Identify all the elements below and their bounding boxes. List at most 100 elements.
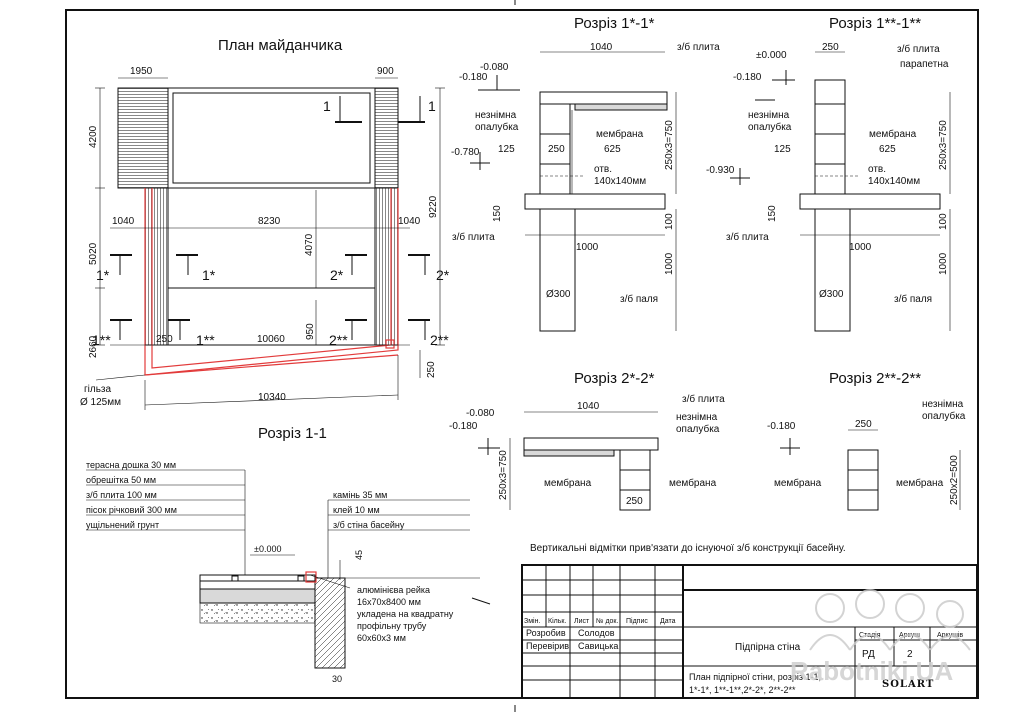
- section-1ss-title: Розріз 1**-1**: [829, 15, 921, 32]
- s2s-formwork-2: опалубка: [676, 423, 720, 435]
- section-mark-1s-left: 1*: [96, 267, 110, 283]
- s2s-dim-750: 250х3=750: [498, 450, 509, 500]
- stamp-header-count: Кільк.: [548, 617, 566, 625]
- dim-30: 30: [332, 674, 342, 684]
- s2ss-dim-500: 250х2=500: [949, 455, 960, 505]
- stamp-header-doc: № док.: [596, 618, 618, 625]
- dim-8230: 8230: [258, 216, 281, 227]
- s2ss-level-180: -0.180: [767, 421, 796, 432]
- s1s-dim-1040: 1040: [590, 42, 613, 53]
- s1ss-hole-2: 140х140мм: [868, 176, 920, 187]
- s1s-formwork-1: незнімна: [475, 110, 517, 121]
- s1ss-level-180: -0.180: [733, 72, 762, 83]
- rail-line5: 60х60х3 мм: [357, 633, 406, 643]
- s1ss-level-000: ±0.000: [756, 50, 787, 61]
- s1ss-dim-125: 125: [774, 144, 791, 155]
- s1ss-hole-1: отв.: [868, 164, 886, 175]
- section-2ss-title: Розріз 2**-2**: [829, 370, 921, 387]
- dim-1950: 1950: [130, 66, 153, 77]
- stamp-header-changes: Змін.: [524, 617, 540, 625]
- section-mark-2s-right: 2*: [436, 267, 450, 283]
- s1ss-formwork-2: опалубка: [748, 121, 792, 133]
- section-2ss-drawing: [780, 429, 961, 511]
- s1s-dim-1000-a: 1000: [576, 242, 599, 253]
- s1ss-pile-diameter: Ø300: [819, 289, 844, 300]
- s2s-dim-250: 250: [626, 496, 643, 507]
- s1ss-dim-150: 150: [767, 205, 778, 222]
- dim-10340: 10340: [258, 392, 286, 403]
- rail-line3: укладена на квадратну: [357, 609, 454, 619]
- s1s-level-180: -0.180: [459, 72, 488, 83]
- stamp-object: Підпірна стіна: [735, 642, 801, 653]
- s2ss-membrane-left: мембрана: [774, 477, 822, 489]
- s2s-membrane-right: мембрана: [669, 477, 717, 489]
- layer-pool-wall: з/б стіна басейну: [333, 520, 405, 530]
- s1ss-parapet: парапетна: [900, 59, 949, 70]
- s1s-formwork-2: опалубка: [475, 121, 519, 133]
- stamp-checked-label: Перевірив: [526, 641, 569, 651]
- s2s-level-080: -0.080: [466, 408, 495, 419]
- stamp-stage: РД: [862, 649, 875, 660]
- s1s-pile-diameter: Ø300: [546, 289, 571, 300]
- stamp-developed-name: Солодов: [578, 628, 615, 638]
- dim-2660: 2660: [88, 335, 99, 358]
- dim-45: 45: [354, 550, 364, 560]
- site-plan: [95, 77, 445, 410]
- dim-950: 950: [305, 323, 316, 340]
- dim-900: 900: [377, 66, 394, 77]
- stamp-company: SOLART: [882, 679, 934, 690]
- stamp-stage-header: Стадія: [859, 631, 881, 639]
- s1s-level-080: -0.080: [480, 62, 509, 73]
- s2s-dim-1040: 1040: [577, 401, 600, 412]
- s1s-slab-2: з/б плита: [452, 231, 495, 243]
- stamp-sheets-header: Аркушів: [937, 631, 963, 639]
- s2ss-formwork-2: опалубка: [922, 410, 966, 422]
- s2s-level-180: -0.180: [449, 421, 478, 432]
- dim-4200: 4200: [88, 125, 99, 148]
- dim-250-right: 250: [426, 361, 437, 378]
- s1ss-dim-750: 250х3=750: [938, 120, 949, 170]
- s1s-dim-125: 125: [498, 144, 515, 155]
- dim-1040-left: 1040: [112, 216, 135, 227]
- layer-decking: терасна дошка 30 мм: [86, 460, 176, 470]
- elevation-note: Вертикальні відмітки прив'язати до існую…: [530, 542, 846, 554]
- section-2s-title: Розріз 2*-2*: [574, 370, 655, 387]
- s1s-dim-250: 250: [548, 144, 565, 155]
- s1ss-dim-1000-a: 1000: [849, 242, 872, 253]
- s1ss-dim-625: 625: [879, 144, 896, 155]
- s2s-slab: з/б плита: [682, 393, 725, 405]
- layer-soil: ущільнений грунт: [86, 520, 159, 530]
- layer-sand: пісок річковий 300 мм: [86, 505, 177, 515]
- section-mark-1-right: 1: [428, 98, 436, 114]
- s1s-membrane: мембрана: [596, 128, 644, 140]
- s2s-formwork-1: незнімна: [676, 412, 718, 423]
- stamp-contents-1: План підпірної стіни, розріз 1-1,: [689, 672, 821, 682]
- s1s-dim-150: 150: [492, 205, 503, 222]
- rail-line4: профільну трубу: [357, 621, 427, 631]
- section-mark-1ss-left: 1**: [92, 332, 111, 348]
- section-mark-1ss-right: 1**: [196, 332, 215, 348]
- section-mark-1-left: 1: [323, 98, 331, 114]
- s2ss-formwork-1: незнімна: [922, 399, 964, 410]
- level-000: ±0.000: [254, 544, 281, 554]
- s1ss-slab-2: з/б плита: [726, 231, 769, 243]
- s1ss-dim-250: 250: [822, 42, 839, 53]
- section-mark-2ss-right: 2**: [430, 332, 449, 348]
- s1s-dim-750: 250х3=750: [664, 120, 675, 170]
- section-1ss-drawing: [730, 51, 951, 332]
- sleeve-diameter: Ø 125мм: [80, 397, 121, 408]
- section-1s-title: Розріз 1*-1*: [574, 15, 655, 32]
- s1ss-dim-1000-b: 1000: [938, 252, 949, 275]
- s1ss-dim-100: 100: [938, 213, 949, 230]
- stamp-checked-name: Савицька: [578, 641, 618, 651]
- s1s-dim-1000-b: 1000: [664, 252, 675, 275]
- s1s-dim-100: 100: [664, 213, 675, 230]
- stamp-developed-label: Розробив: [526, 628, 566, 638]
- dim-9220: 9220: [428, 195, 439, 218]
- s1s-pile: з/б паля: [620, 293, 658, 305]
- rail-line1: алюмінієва рейка: [357, 585, 430, 595]
- stamp-header-sign: Підпис: [626, 617, 648, 625]
- s1ss-pile: з/б паля: [894, 293, 932, 305]
- s1ss-membrane: мембрана: [869, 128, 917, 140]
